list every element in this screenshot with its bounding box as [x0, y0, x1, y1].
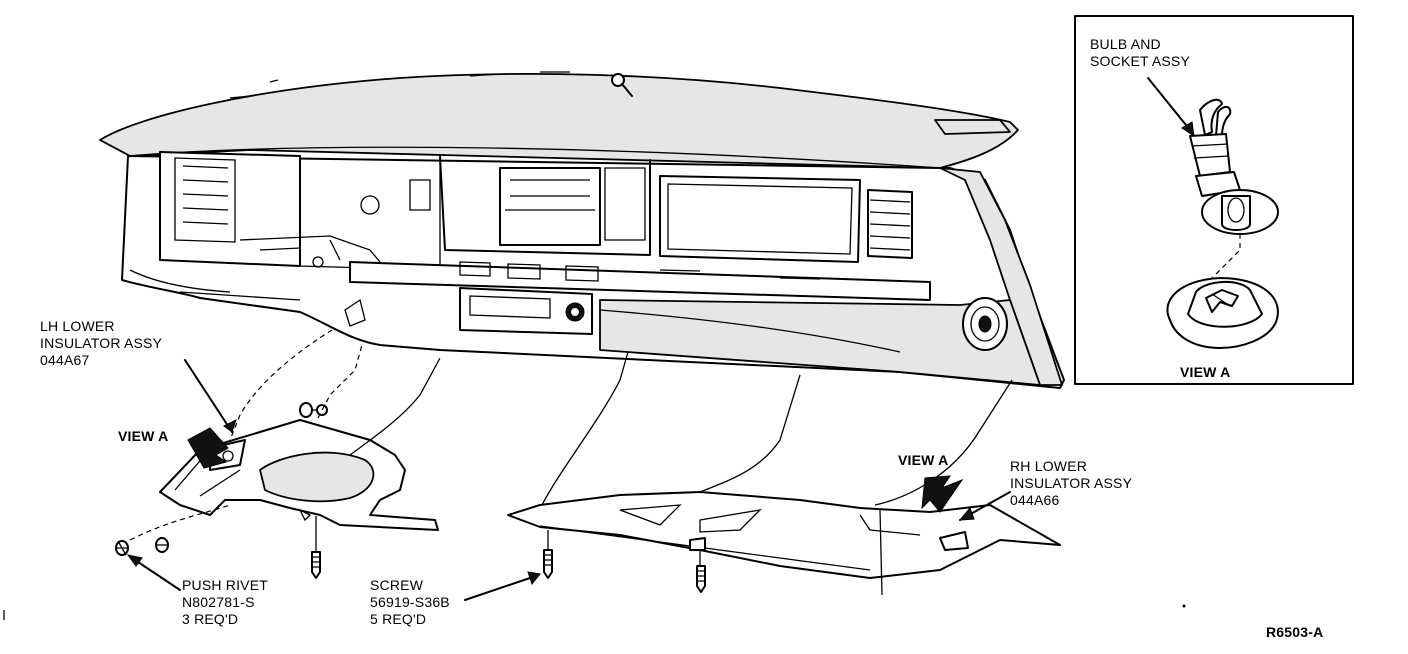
rh-lower-insulator: [507, 491, 1061, 579]
figure-code-label: R6503-A: [1266, 624, 1324, 640]
view-a-left-label: VIEW A: [118, 428, 169, 444]
edge-marks: [3, 604, 1186, 620]
bulb-socket-label: BULB AND SOCKET ASSY: [1090, 36, 1190, 69]
rh-lower-insulator-label: RH LOWER INSULATOR ASSY 044A66: [1010, 458, 1133, 508]
view-a-right-label: VIEW A: [898, 452, 949, 468]
lh-lower-insulator-label: LH LOWER INSULATOR ASSY 044A67: [40, 318, 163, 368]
view-a-inset-label: VIEW A: [1180, 364, 1231, 380]
screw-label: SCREW 56919-S36B 5 REQ'D: [370, 577, 450, 627]
leader-arrows: [126, 359, 1011, 601]
view-a-inset: [1074, 15, 1354, 385]
fasteners: [115, 402, 706, 593]
push-rivet-label: PUSH RIVET N802781-S 3 REQ'D: [182, 577, 269, 627]
instrument-panel: [99, 71, 1065, 389]
lh-lower-insulator: [159, 419, 439, 531]
